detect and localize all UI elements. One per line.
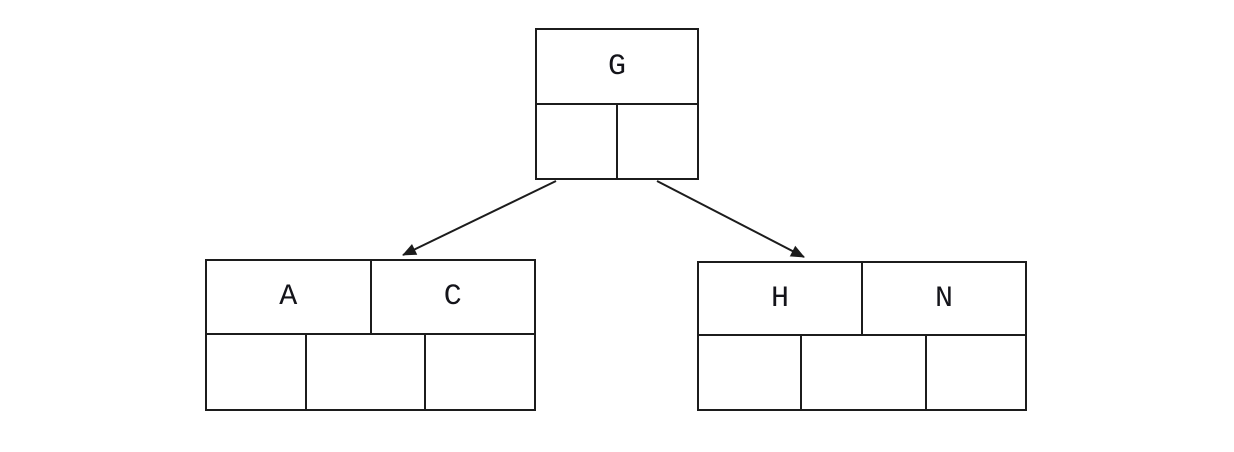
- right-child-key-cell-2: N: [861, 263, 1025, 334]
- left-child-key-cell-1: A: [207, 261, 370, 333]
- right-child-pointer-row: [699, 336, 1025, 409]
- root-key-row: G: [537, 30, 697, 105]
- left-child-pointer-cell-2: [304, 335, 424, 409]
- btree-node-left-child: A C: [205, 259, 536, 411]
- right-child-pointer-cell-3: [925, 336, 1025, 409]
- left-child-key-label-1: A: [279, 280, 298, 314]
- left-child-key-row: A C: [207, 261, 534, 335]
- root-pointer-row: [537, 105, 697, 178]
- left-child-pointer-cell-1: [207, 335, 305, 409]
- root-pointer-cell-1: [537, 105, 616, 178]
- btree-node-right-child: H N: [697, 261, 1027, 411]
- right-child-pointer-cell-2: [799, 336, 926, 409]
- edge-root-to-left-child-arrow: [402, 180, 557, 256]
- right-child-key-label-2: N: [934, 281, 953, 316]
- right-child-key-cell-1: H: [699, 263, 861, 334]
- edge-root-to-right-child-arrow: [656, 180, 805, 258]
- root-key-label: G: [607, 49, 626, 84]
- left-child-key-label-2: C: [443, 280, 462, 314]
- btree-node-root: G: [535, 28, 699, 180]
- right-child-key-row: H N: [699, 263, 1025, 336]
- right-child-pointer-cell-1: [699, 336, 800, 409]
- root-pointer-cell-2: [616, 105, 697, 178]
- left-child-pointer-row: [207, 335, 534, 409]
- left-child-key-cell-2: C: [369, 261, 535, 333]
- left-child-pointer-cell-3: [424, 335, 534, 409]
- root-key-cell: G: [537, 30, 697, 103]
- right-child-key-label-1: H: [770, 281, 789, 316]
